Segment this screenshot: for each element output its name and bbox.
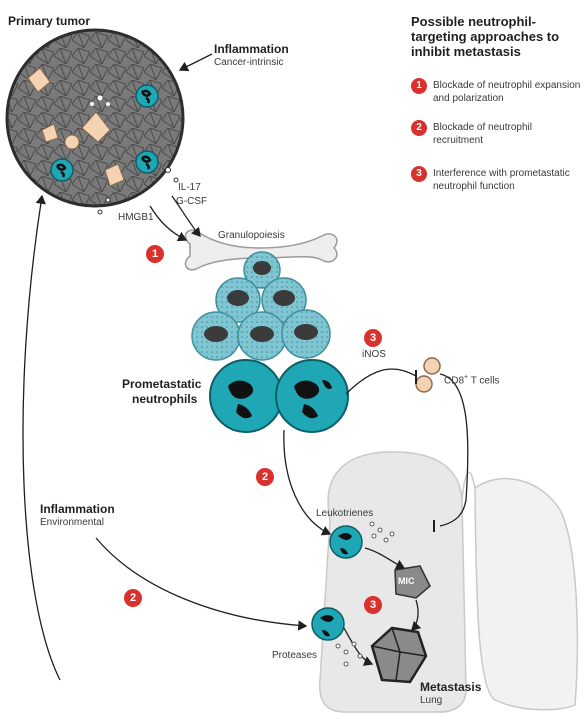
granulopoiesis-label: Granulopoiesis (218, 230, 285, 241)
prometastatic-neutrophils (209, 359, 349, 433)
secreted-particles (335, 521, 395, 667)
mic-label: MIC (398, 576, 415, 586)
gcsf-label: G-CSF (176, 196, 208, 207)
legend-text: Blockade of neutrophil expansion and pol… (433, 80, 581, 104)
legend-text: Blockade of neutrophil recruitment (433, 122, 532, 146)
legend-text: Interference with prometastatic neutroph… (433, 168, 570, 192)
cd8-t-cells (415, 357, 441, 393)
flow-arrows (22, 53, 469, 681)
inflammation-left-label: Inflammation (40, 502, 115, 516)
mic-cell (394, 565, 431, 599)
badge-granulopoiesis: 1 (146, 245, 164, 263)
bone-illustration (184, 229, 338, 271)
prometastatic-label-line2: neutrophils (132, 392, 198, 406)
primary-tumor-label: Primary tumor (8, 14, 91, 28)
inflammation-top-label: Inflammation (214, 42, 289, 56)
metastasis-cluster (370, 626, 428, 684)
badge-lung: 3 (364, 596, 382, 614)
legend-title: Possible neutrophil-targeting approaches… (411, 14, 560, 59)
proteases-label: Proteases (272, 650, 318, 661)
cd8-label: CD8+ T cells (444, 374, 500, 387)
badge-recruitment-left: 2 (124, 589, 142, 607)
legend-number: 2 (411, 120, 427, 136)
environmental-label: Environmental (40, 517, 104, 528)
il17-label: IL-17 (178, 182, 201, 193)
lung-label: Lung (420, 695, 443, 706)
legend-number: 1 (411, 78, 427, 94)
badge-inos: 3 (364, 329, 382, 347)
legend-number: 3 (411, 166, 427, 182)
primary-tumor-illustration (5, 28, 185, 215)
prometastatic-label-line1: Prometastatic (122, 377, 202, 391)
lung-neutrophils (311, 525, 363, 641)
inos-label: iNOS (362, 349, 386, 360)
lung-illustration (318, 451, 579, 713)
badge-recruitment-center: 2 (256, 468, 274, 486)
cancer-intrinsic-label: Cancer-intrinsic (214, 57, 284, 68)
leukotrienes-label: Leukotrienes (316, 508, 374, 519)
metastasis-label: Metastasis (420, 680, 482, 694)
neutrophil-progenitors (191, 251, 331, 361)
hmgb1-label: HMGB1 (118, 212, 154, 223)
